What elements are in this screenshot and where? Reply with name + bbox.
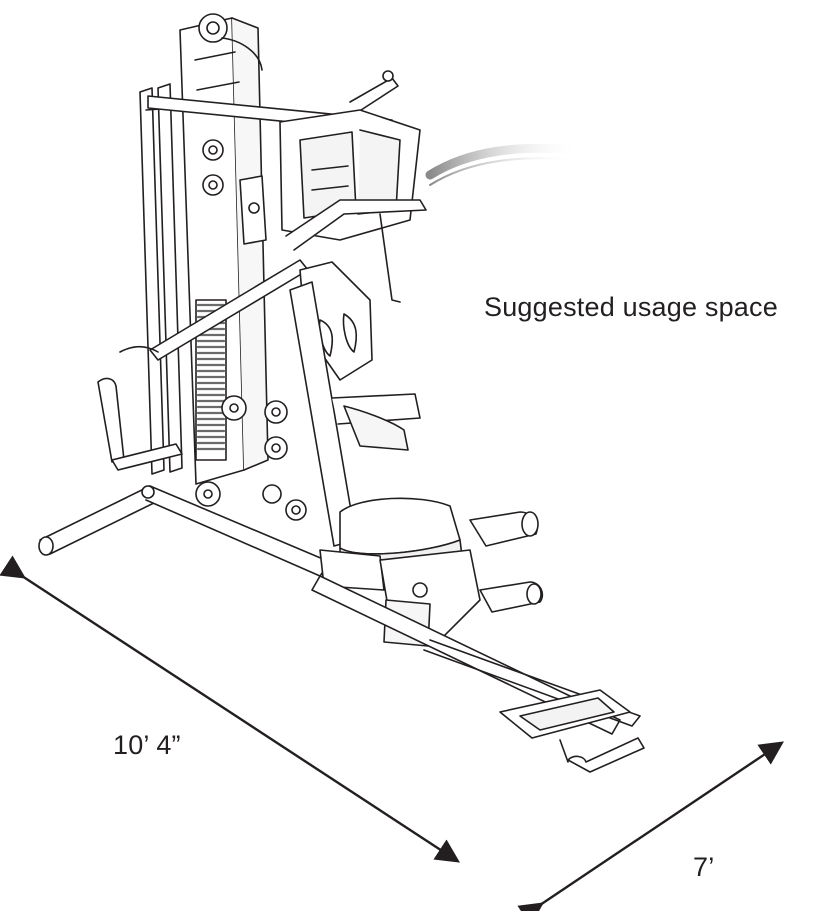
left-frame-posts <box>139 83 183 475</box>
foot-plate <box>499 689 645 773</box>
main-spine <box>289 281 421 547</box>
usage-space-label: Suggested usage space <box>484 292 778 322</box>
length-dimension-arrow <box>0 555 461 863</box>
cable-sweep <box>425 143 585 180</box>
leg-rollers <box>469 511 544 613</box>
length-dimension-label: 10’ 4” <box>113 730 181 760</box>
pulleys <box>195 139 307 521</box>
left-base-and-handle <box>38 377 331 577</box>
width-dimension-arrow <box>517 741 784 911</box>
width-dimension-label: 7’ <box>693 852 715 882</box>
